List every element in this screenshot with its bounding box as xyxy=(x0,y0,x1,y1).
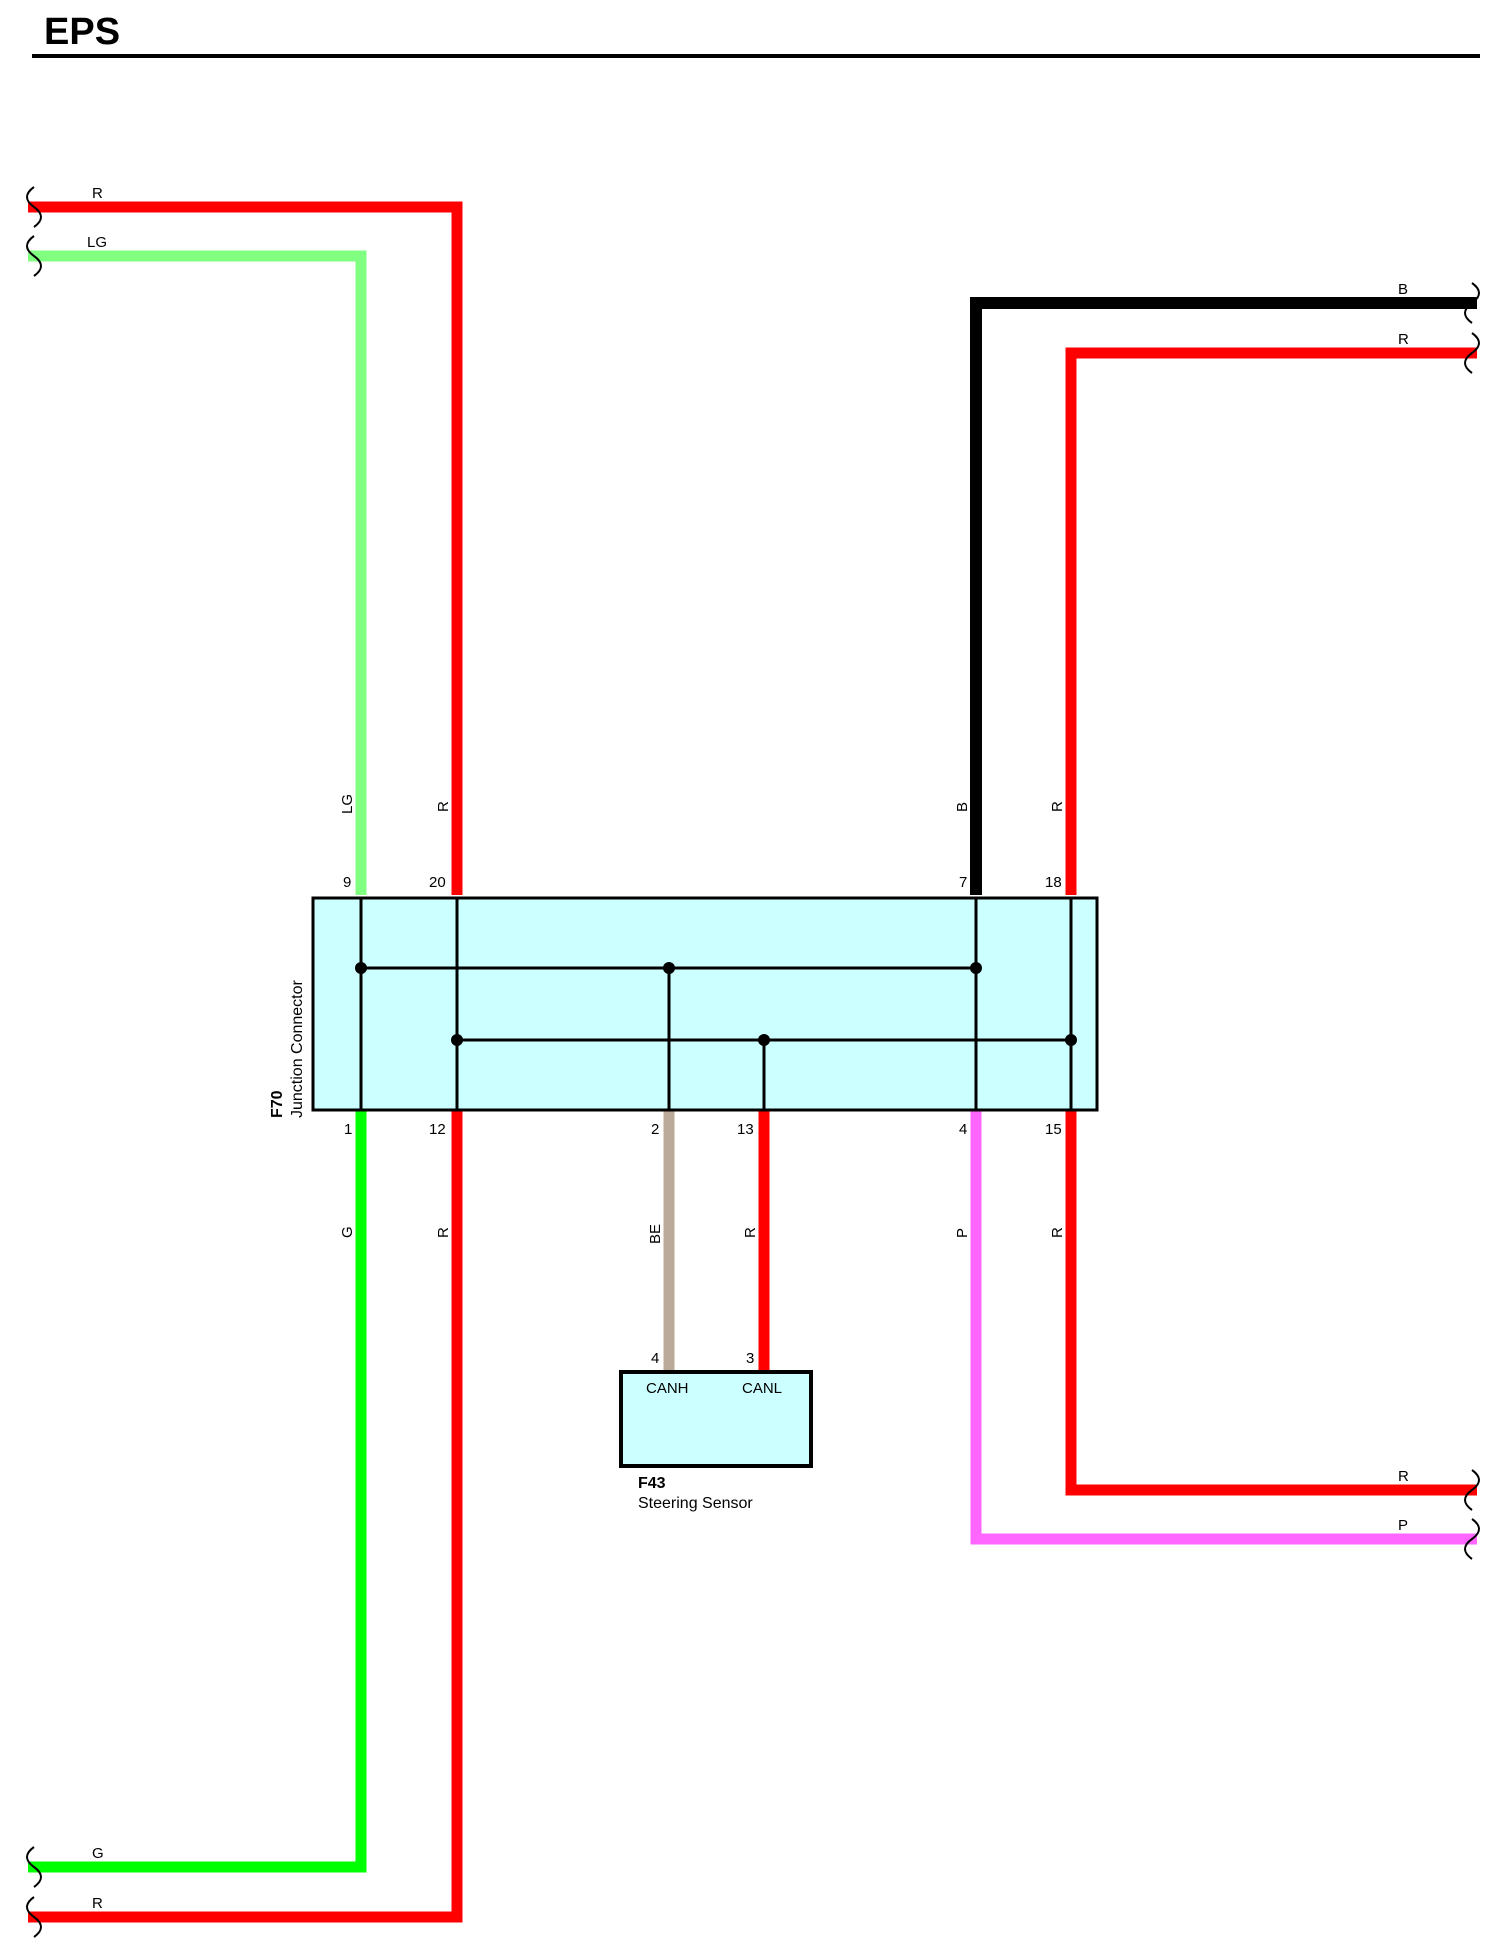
wire-right-top-r xyxy=(1065,347,1477,895)
page-title: EPS xyxy=(44,11,120,53)
wire-left-top-lg xyxy=(28,250,367,895)
pin-number: 9 xyxy=(343,874,351,891)
splice-dot xyxy=(451,1034,463,1046)
pin-number: 7 xyxy=(959,874,967,891)
junction-connector: 9 20 7 18 1 12 2 13 4 15 F70 Junction Co… xyxy=(269,874,1099,1138)
pin-name: CANL xyxy=(742,1380,782,1397)
pin-number: 13 xyxy=(737,1121,754,1138)
splice-dot xyxy=(663,962,675,974)
wire-label: R xyxy=(1398,331,1409,348)
connector-name: Junction Connector xyxy=(289,979,306,1118)
wire-label: G xyxy=(92,1845,104,1862)
connector-name: Steering Sensor xyxy=(638,1495,753,1512)
wire-left-bottom-g xyxy=(28,1110,367,1873)
wire-break-icon xyxy=(26,235,42,277)
wire-label: R xyxy=(1049,1227,1066,1238)
wire-right-top-b xyxy=(970,297,1477,895)
wire-label: R xyxy=(435,801,452,812)
splice-dot xyxy=(1065,1034,1077,1046)
wire-label: R xyxy=(1049,801,1066,812)
wire-break-icon xyxy=(1464,332,1480,374)
wire-label: R xyxy=(435,1227,452,1238)
pin-number: 2 xyxy=(651,1121,659,1138)
wire-break-icon xyxy=(1464,1518,1480,1560)
pin-number: 1 xyxy=(344,1121,352,1138)
wire-label: B xyxy=(1398,281,1408,298)
wire-right-bottom-r xyxy=(1065,1110,1477,1496)
wire-break-icon xyxy=(26,186,42,228)
wire-label: G xyxy=(339,1226,356,1238)
wire-label: R xyxy=(92,1895,103,1912)
pin-name: CANH xyxy=(646,1380,689,1397)
pin-number: 4 xyxy=(959,1121,967,1138)
pin-number: 18 xyxy=(1045,874,1062,891)
pin-number: 20 xyxy=(429,874,446,891)
pin-number: 12 xyxy=(429,1121,446,1138)
wire-label: LG xyxy=(87,234,107,251)
pin-number: 3 xyxy=(746,1350,754,1367)
wire-break-icon xyxy=(1464,1469,1480,1511)
wire-label: LG xyxy=(339,794,356,814)
steering-sensor: 4 3 CANH CANL F43 Steering Sensor xyxy=(619,1350,813,1512)
wire-right-bottom-p xyxy=(970,1110,1477,1545)
wire-break-icon xyxy=(26,1896,42,1938)
junction-connector-box xyxy=(311,896,1099,1112)
wire-label: R xyxy=(1398,1468,1409,1485)
wire-label: P xyxy=(954,1228,971,1238)
pin-number: 15 xyxy=(1045,1121,1062,1138)
wire-label: B xyxy=(954,802,971,812)
wire-left-bottom-r xyxy=(28,1110,463,1923)
splice-dot xyxy=(758,1034,770,1046)
connector-id: F70 xyxy=(269,1090,286,1118)
wire-label: P xyxy=(1398,1517,1408,1534)
wire-break-icon xyxy=(1464,282,1480,324)
wire-label: R xyxy=(742,1227,759,1238)
pin-number: 4 xyxy=(651,1350,659,1367)
splice-dot xyxy=(970,962,982,974)
steering-sensor-box xyxy=(619,1370,813,1468)
wire-label: BE xyxy=(647,1224,664,1244)
splice-dot xyxy=(355,962,367,974)
wire-label: R xyxy=(92,185,103,202)
connector-id: F43 xyxy=(638,1475,666,1492)
wire-left-top-r xyxy=(28,201,463,895)
wire-break-icon xyxy=(26,1846,42,1888)
